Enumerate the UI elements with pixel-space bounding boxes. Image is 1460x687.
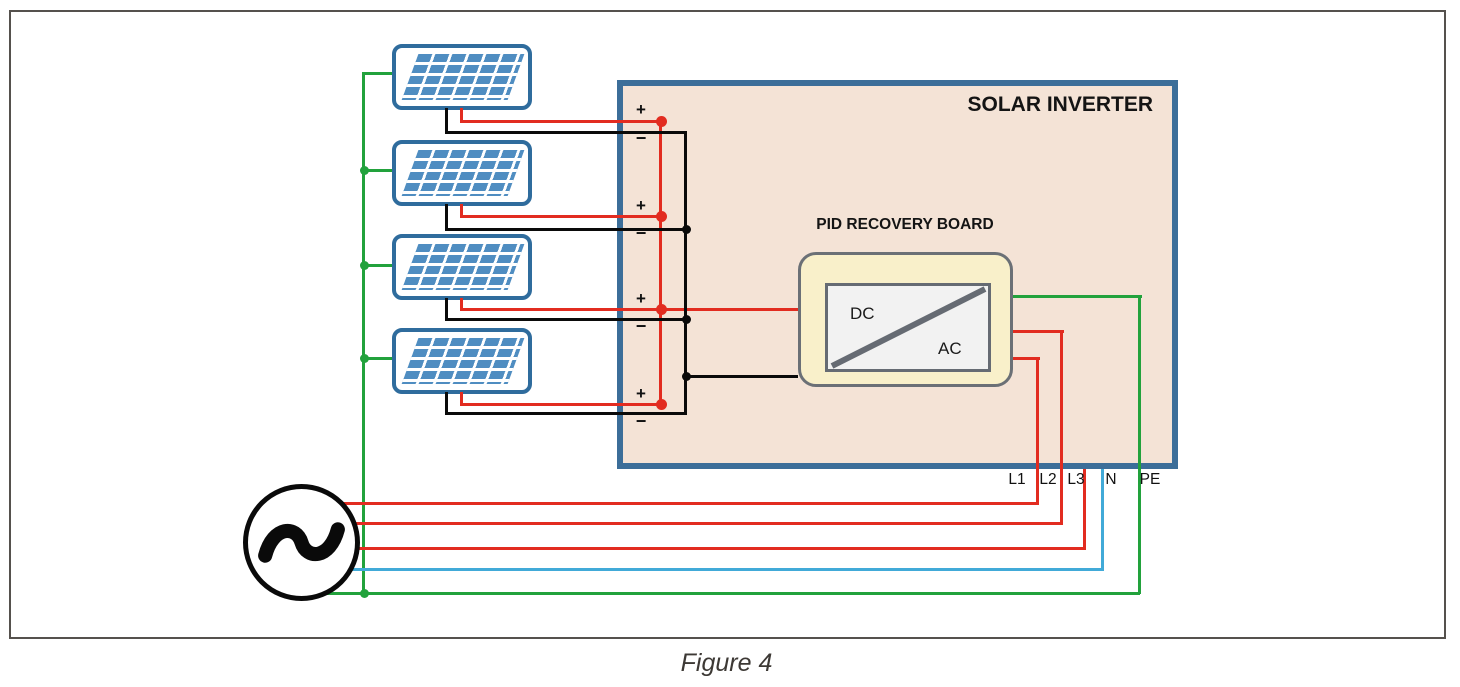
ground-bus-wire <box>362 72 365 594</box>
panel1-negative-wire <box>445 131 686 134</box>
terminal-minus-4: − <box>635 411 647 431</box>
l2-wire <box>1060 330 1063 525</box>
junction-dot <box>656 399 667 410</box>
solar-panel-1 <box>392 44 532 110</box>
l1-wire <box>1036 357 1039 505</box>
panel4-positive-wire <box>460 392 463 405</box>
panel1-negative-wire <box>445 108 448 133</box>
junction-dot <box>682 225 691 234</box>
negative-bus-wire <box>684 131 687 415</box>
l2-wire <box>300 522 1063 525</box>
panel4-negative-wire <box>445 412 686 415</box>
panel3-negative-wire <box>445 298 448 320</box>
solar-panel-cells <box>401 244 525 290</box>
l1-wire <box>1013 357 1040 360</box>
neutral-wire <box>300 568 1103 571</box>
l3-wire <box>300 547 1086 550</box>
junction-dot <box>656 304 667 315</box>
ac-label: AC <box>938 339 962 358</box>
panel2-positive-wire <box>460 204 463 217</box>
l3-wire <box>1083 469 1086 550</box>
junction-dot <box>682 315 691 324</box>
junction-dot <box>656 211 667 222</box>
pe-wire <box>300 592 1140 595</box>
terminal-label-pe: PE <box>1139 471 1161 488</box>
pid-recovery-board-label: PID RECOVERY BOARD <box>816 216 994 233</box>
panel2-negative-wire <box>445 228 686 231</box>
panel3-positive-wire <box>460 298 463 310</box>
solar-panel-3 <box>392 234 532 300</box>
l1-wire <box>300 502 1039 505</box>
neutral-wire <box>1101 469 1104 571</box>
terminal-label-n: N <box>1105 471 1117 488</box>
junction-dot <box>360 589 369 598</box>
solar-inverter-title: SOLAR INVERTER <box>967 93 1153 116</box>
positive-bus-wire <box>659 120 662 406</box>
panel1-positive-wire <box>460 120 661 123</box>
pe-wire <box>1138 295 1141 594</box>
solar-panel-cells <box>401 54 525 100</box>
dc-ac-converter: DC AC <box>825 283 991 372</box>
panel3-positive-wire-to-pid <box>460 308 798 311</box>
terminal-plus-4: + <box>636 384 646 403</box>
terminal-minus-2: − <box>635 223 647 243</box>
panel4-ground-stub <box>362 357 392 360</box>
terminal-minus-3: − <box>635 316 647 336</box>
junction-dot <box>360 166 369 175</box>
panel4-positive-wire <box>460 403 661 406</box>
terminal-label-l1: L1 <box>1008 471 1026 488</box>
negative-wire-to-pid <box>684 375 798 378</box>
terminal-minus-1: − <box>635 128 647 148</box>
panel2-negative-wire <box>445 204 448 230</box>
panel3-ground-stub <box>362 264 392 267</box>
solar-panel-4 <box>392 328 532 394</box>
terminal-plus-1: + <box>636 100 646 119</box>
panel2-ground-stub <box>362 169 392 172</box>
l2-wire <box>1013 330 1064 333</box>
panel1-positive-wire <box>460 108 463 122</box>
pid-recovery-board: DC AC <box>798 252 1013 387</box>
panel3-negative-wire <box>445 318 686 321</box>
terminal-label-l3: L3 <box>1067 471 1085 488</box>
terminal-plus-3: + <box>636 289 646 308</box>
junction-dot <box>656 116 667 127</box>
terminal-label-l2: L2 <box>1039 471 1057 488</box>
sine-wave-icon <box>258 522 345 563</box>
solar-panel-2 <box>392 140 532 206</box>
solar-panel-cells <box>401 338 525 384</box>
panel4-negative-wire <box>445 392 448 414</box>
figure-caption: Figure 4 <box>680 649 773 677</box>
junction-dot <box>682 372 691 381</box>
junction-dot <box>360 261 369 270</box>
pe-wire <box>1013 295 1142 298</box>
terminal-plus-2: + <box>636 196 646 215</box>
ac-source-symbol <box>243 484 360 601</box>
panel2-positive-wire <box>460 215 661 218</box>
dc-ac-diagonal-line <box>830 286 987 369</box>
dc-label: DC <box>850 304 875 323</box>
solar-panel-cells <box>401 150 525 196</box>
junction-dot <box>360 354 369 363</box>
panel1-ground-stub <box>362 72 392 75</box>
